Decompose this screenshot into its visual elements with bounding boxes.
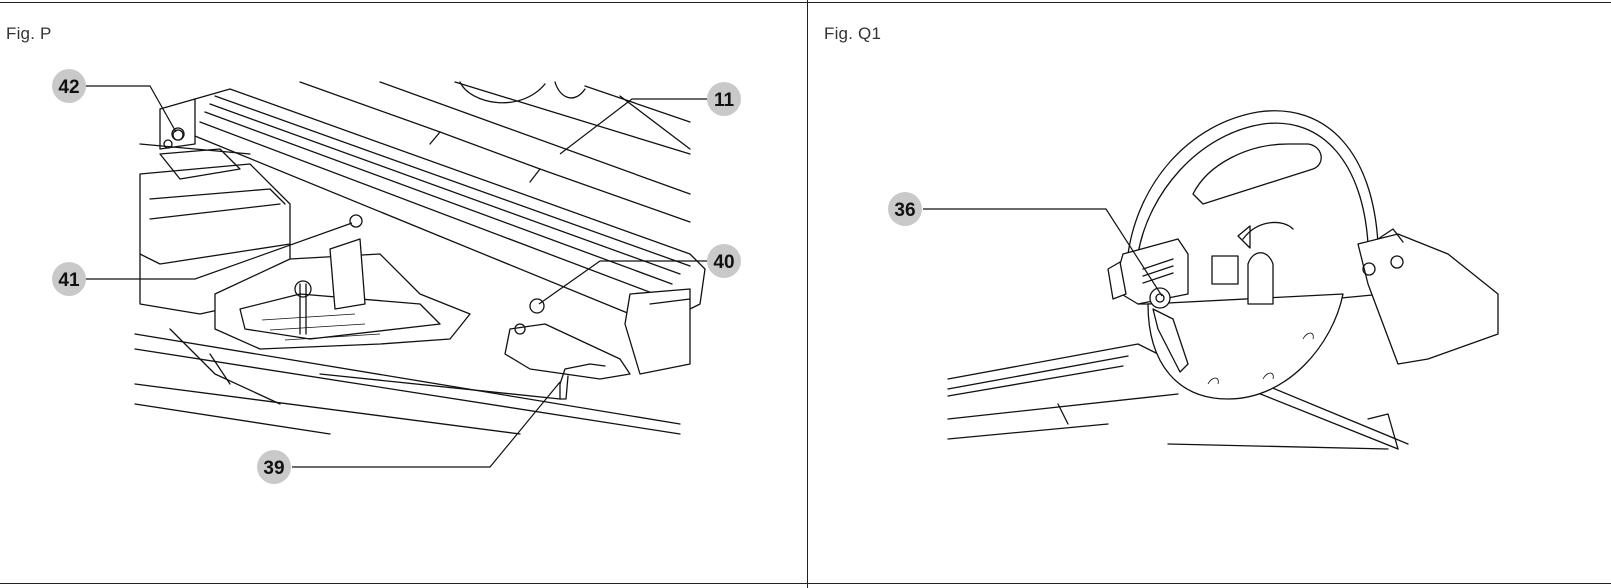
leader-39 [292,381,561,468]
leader-36 [923,208,1163,297]
blade-guard-illustration: 36 [888,110,1499,450]
callout-39: 39 [257,450,291,484]
svg-text:36: 36 [894,200,915,221]
guide-rail-drawing [134,81,706,435]
svg-text:11: 11 [714,90,735,111]
callout-36: 36 [888,192,922,226]
panel-divider [807,0,808,588]
leader-11 [559,98,708,155]
svg-text:40: 40 [713,252,734,273]
figure-caption-q1: Fig. Q1 [824,24,882,43]
callout-11: 11 [707,82,741,116]
figure-panel-q1: Fig. Q1 [808,4,1611,582]
svg-text:39: 39 [263,458,284,479]
leader-42 [85,85,177,133]
svg-text:42: 42 [58,77,79,98]
bottom-rule [0,583,1611,584]
svg-text:41: 41 [58,270,80,291]
callout-41: 41 [52,262,86,296]
callout-40: 40 [707,244,741,278]
figure-caption-p: Fig. P [6,24,52,43]
leader-41 [85,222,353,280]
blade-guard-drawing [947,110,1499,450]
callout-42: 42 [52,69,86,103]
leader-40 [538,260,708,305]
cutting-guide-illustration: 42 11 41 40 39 [52,69,741,484]
top-rule [0,2,1611,3]
figure-panel-p: Fig. P [0,4,806,582]
